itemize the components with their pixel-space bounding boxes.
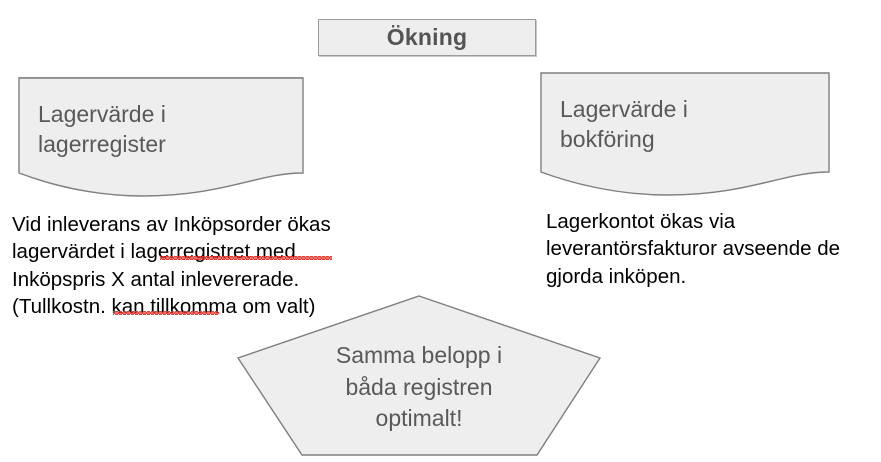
pentagon-shape-samma-belopp[interactable]: Samma belopp i båda registren optimalt!	[234, 292, 604, 462]
document-shape-bokforing[interactable]: Lagervärde i bokföring	[540, 72, 832, 196]
spellcheck-underline-tullkostn	[113, 311, 219, 315]
title-box-label: Ökning	[386, 24, 468, 50]
note-inkopsorder: Vid inleverans av Inköpsorder ökas lager…	[12, 213, 331, 318]
document-shape-label: Lagervärde i bokföring	[560, 96, 688, 153]
pentagon-outline	[236, 295, 602, 456]
document-shape-outline	[540, 72, 830, 196]
document-shape-outline	[18, 77, 304, 197]
document-shape-lagerregister[interactable]: Lagervärde i lagerregister	[18, 77, 306, 197]
document-shape-label: Lagervärde i lagerregister	[38, 101, 166, 158]
pentagon-label: Samma belopp i båda registren optimalt!	[335, 342, 503, 432]
title-box-okning[interactable]: Ökning	[318, 19, 536, 56]
spellcheck-underline-lagerregistret	[160, 256, 332, 260]
note-lagerkonto: Lagerkontot ökas via leverantörsfakturor…	[546, 210, 841, 288]
